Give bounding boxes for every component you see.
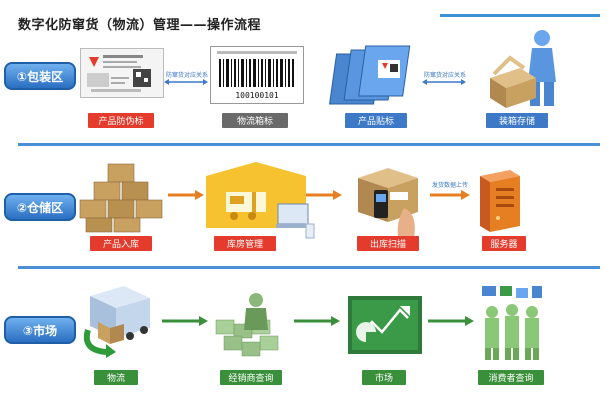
section-tag-market: ③市场 <box>4 316 76 344</box>
caption-server: 服务器 <box>482 236 526 251</box>
caption-boxing-storage: 装箱存储 <box>486 113 548 128</box>
note-relation-2: 防窜货对应关系 <box>424 72 467 79</box>
arrow-orange-1 <box>168 190 204 200</box>
labeled-products-icon <box>328 45 411 105</box>
market-chart-icon <box>348 296 422 354</box>
outbound-scanner-icon <box>358 168 418 238</box>
server-icon <box>480 170 520 232</box>
divider-1 <box>18 143 600 146</box>
logistics-truck-icon <box>83 286 150 358</box>
warehouse-management-icon <box>206 162 315 239</box>
arrow-green-2 <box>294 316 340 326</box>
caption-logistics: 物流 <box>94 370 138 385</box>
caption-consumer-query: 消费者查询 <box>478 370 544 385</box>
logistics-barcode-image: 100100101 <box>210 46 304 104</box>
caption-product-label: 产品防伪标 <box>88 113 154 128</box>
note-relation-1: 防窜货对应关系 <box>166 72 209 79</box>
caption-distributor-query: 经销商查询 <box>220 370 282 385</box>
product-label-icon <box>87 55 151 92</box>
section-tag-packaging: ①包装区 <box>4 62 76 90</box>
boxing-worker-icon <box>490 30 556 108</box>
caption-market: 市场 <box>362 370 406 385</box>
title-accent-line <box>440 14 600 17</box>
note-upload: 发货数据上传 <box>432 182 469 189</box>
caption-warehouse-management: 库房管理 <box>214 236 276 251</box>
caption-outbound-scan: 出库扫描 <box>357 236 419 251</box>
barcode-icon <box>217 51 297 87</box>
double-arrow-2 <box>422 79 466 85</box>
distributor-query-icon <box>215 293 279 357</box>
arrow-orange-3 <box>430 190 470 200</box>
product-label-image <box>80 48 164 98</box>
barcode-number: 100100101 <box>235 91 279 100</box>
caption-product-inbound: 产品入库 <box>90 236 152 251</box>
double-arrow-1 <box>164 79 208 85</box>
arrow-green-1 <box>162 316 208 326</box>
caption-logistics-label: 物流箱标 <box>222 113 288 128</box>
stacked-boxes-icon <box>79 163 163 233</box>
consumer-query-icon <box>482 286 542 360</box>
arrow-green-3 <box>428 316 474 326</box>
arrow-orange-2 <box>306 190 342 200</box>
page-title: 数字化防窜货（物流）管理——操作流程 <box>18 18 262 33</box>
section-tag-warehouse: ②仓储区 <box>4 193 76 221</box>
caption-product-labeling: 产品贴标 <box>345 113 407 128</box>
divider-2 <box>18 266 600 269</box>
